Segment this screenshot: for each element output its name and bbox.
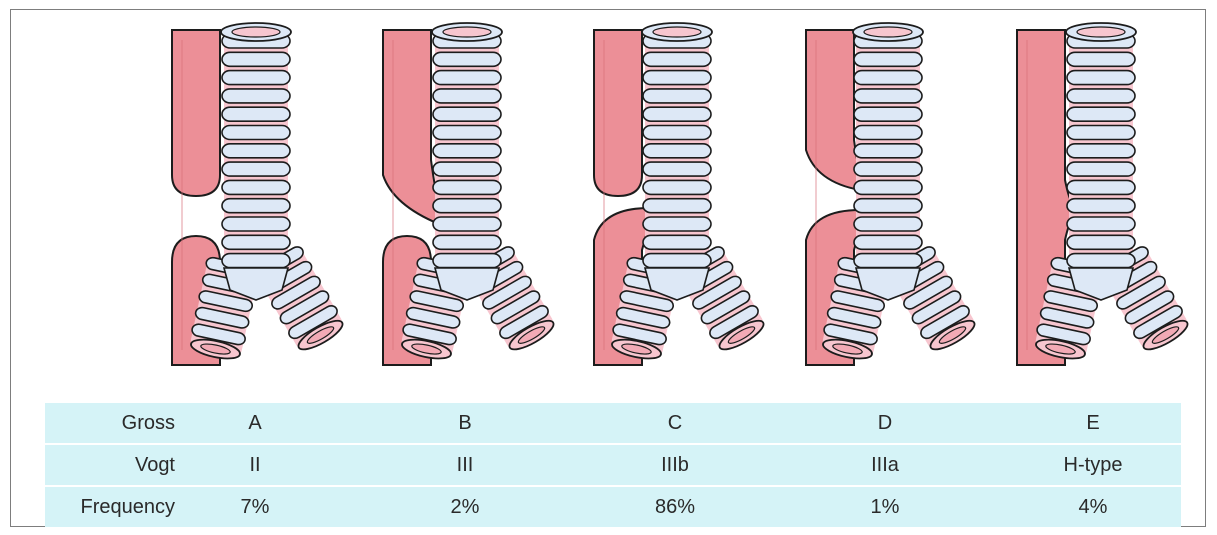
gross-type-e: E [1058,403,1128,443]
frequency-type-b: 2% [430,487,500,527]
cartilage-ring [433,162,501,176]
cartilage-ring [854,89,922,103]
illustration-type-a [172,23,348,365]
cartilage-ring [1067,180,1135,194]
cartilage-ring [854,235,922,249]
cartilage-ring [1067,217,1135,231]
cartilage-ring [433,52,501,66]
cartilage-ring [643,107,711,121]
cartilage-ring [222,217,290,231]
cartilage-ring [433,89,501,103]
cartilage-ring [854,71,922,85]
cartilage-ring [854,199,922,213]
trachea-lumen [232,27,280,37]
cartilage-ring [643,235,711,249]
upper-esophageal-pouch [594,30,642,196]
cartilage-ring [222,180,290,194]
cartilage-ring [222,235,290,249]
cartilage-ring [1067,71,1135,85]
trachea-lumen [653,27,701,37]
gross-type-c: C [640,403,710,443]
cartilage-ring [854,144,922,158]
illustration-type-e [1017,23,1193,365]
cartilage-ring [222,52,290,66]
cartilage-ring [1067,52,1135,66]
table-row-vogt: Vogt II III IIIb IIIa H-type [45,445,1181,485]
vogt-type-e: H-type [1053,445,1133,485]
cartilage-ring [1067,254,1135,268]
cartilage-ring [222,107,290,121]
cartilage-ring [643,162,711,176]
vogt-type-d: IIIa [850,445,920,485]
cartilage-ring [1067,144,1135,158]
cartilage-ring [1067,126,1135,140]
vogt-type-c: IIIb [640,445,710,485]
cartilage-ring [222,254,290,268]
cartilage-ring [433,144,501,158]
cartilage-ring [433,217,501,231]
cartilage-ring [1067,89,1135,103]
cartilage-ring [222,144,290,158]
cartilage-ring [854,180,922,194]
cartilage-ring [643,254,711,268]
cartilage-ring [222,71,290,85]
row-header-gross: Gross [45,403,175,443]
cartilage-ring [433,71,501,85]
cartilage-ring [1067,199,1135,213]
cartilage-ring [643,144,711,158]
trachea-lumen [443,27,491,37]
cartilage-ring [854,52,922,66]
cartilage-ring [643,89,711,103]
cartilage-ring [643,180,711,194]
row-header-vogt: Vogt [45,445,175,485]
vogt-type-b: III [430,445,500,485]
trachea-lumen [864,27,912,37]
illustration-type-c [594,23,769,365]
cartilage-ring [643,52,711,66]
frequency-type-a: 7% [220,487,290,527]
esophageal-atresia-illustrations [0,0,1217,400]
cartilage-ring [854,107,922,121]
cartilage-ring [643,217,711,231]
cartilage-ring [222,162,290,176]
cartilage-ring [433,235,501,249]
frequency-type-c: 86% [640,487,710,527]
cartilage-ring [643,199,711,213]
cartilage-ring [433,107,501,121]
cartilage-ring [433,126,501,140]
upper-esophagus-with-fistula [806,30,860,190]
gross-type-d: D [850,403,920,443]
cartilage-ring [433,254,501,268]
cartilage-ring [854,162,922,176]
table-row-gross: Gross A B C D E [45,403,1181,443]
cartilage-ring [222,89,290,103]
trachea-lumen [1077,27,1125,37]
cartilage-ring [854,254,922,268]
cartilage-ring [1067,235,1135,249]
vogt-type-a: II [220,445,290,485]
cartilage-ring [433,199,501,213]
frequency-type-d: 1% [850,487,920,527]
cartilage-ring [1067,107,1135,121]
gross-type-a: A [220,403,290,443]
upper-esophageal-pouch [172,30,220,196]
cartilage-ring [433,180,501,194]
illustration-type-b [383,23,559,365]
table-row-frequency: Frequency 7% 2% 86% 1% 4% [45,487,1181,527]
cartilage-ring [1067,162,1135,176]
row-header-frequency: Frequency [45,487,175,527]
frequency-type-e: 4% [1058,487,1128,527]
cartilage-ring [854,126,922,140]
illustration-type-d [806,23,980,365]
cartilage-ring [643,71,711,85]
gross-type-b: B [430,403,500,443]
cartilage-ring [854,217,922,231]
cartilage-ring [222,199,290,213]
cartilage-ring [643,126,711,140]
upper-esophagus-with-fistula [383,30,439,224]
classification-table: Gross A B C D E Vogt II III IIIb IIIa H-… [45,403,1181,529]
cartilage-ring [222,126,290,140]
